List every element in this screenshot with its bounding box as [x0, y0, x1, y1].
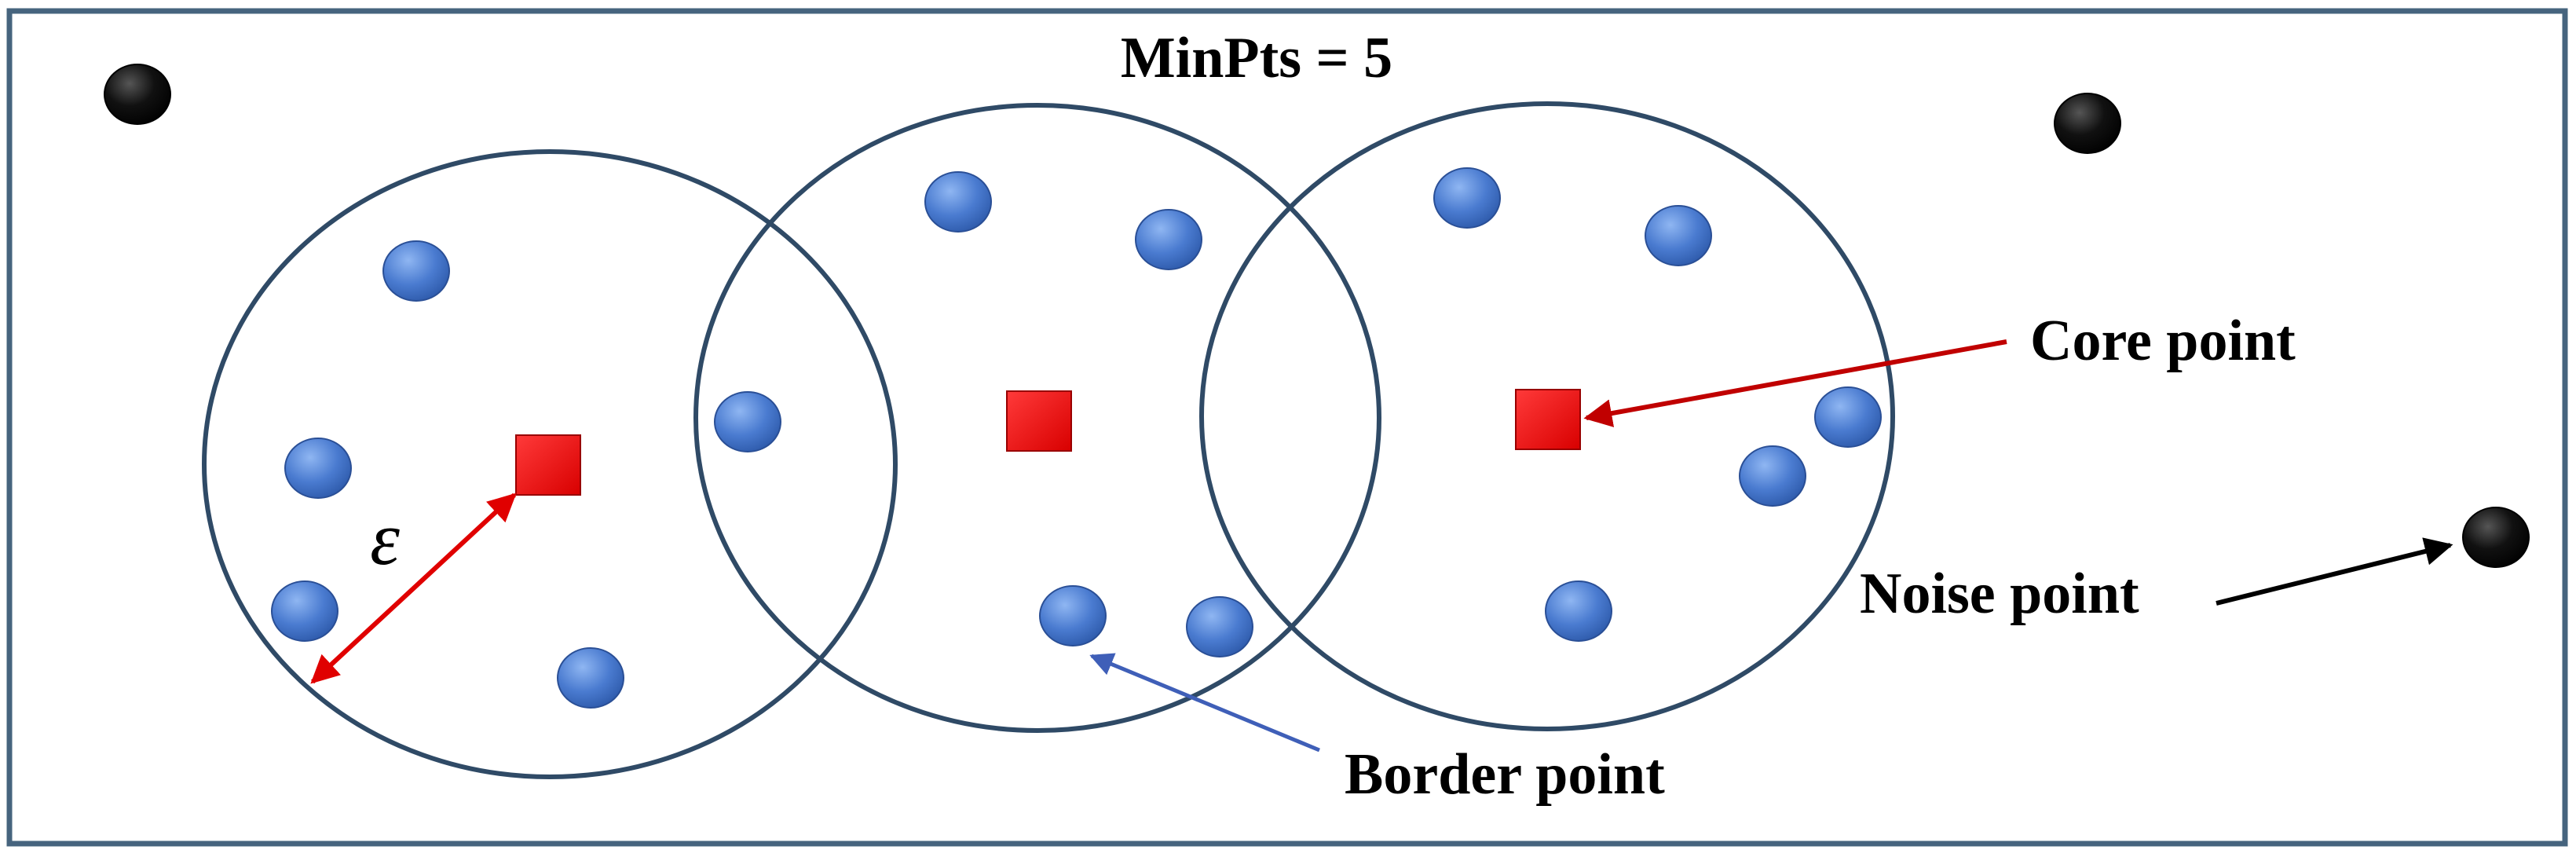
epsilon-label: ε	[370, 496, 400, 580]
blue-point	[924, 171, 992, 233]
epsilon-radius-arrow	[310, 493, 517, 684]
blue-point	[1814, 386, 1882, 448]
core-point	[1515, 389, 1581, 450]
blue-point	[714, 391, 781, 452]
blue-point	[1433, 167, 1501, 229]
blue-point	[1186, 596, 1253, 657]
blue-point	[1645, 205, 1712, 266]
minpts-title: MinPts = 5	[1121, 26, 1392, 90]
core-point	[515, 434, 581, 496]
noise-point	[2054, 93, 2121, 154]
neighborhood-circle-middle	[693, 103, 1381, 733]
core-point-label: Core point	[2030, 309, 2296, 373]
border-point-arrow	[1089, 653, 1320, 753]
blue-point	[382, 240, 450, 302]
blue-point	[557, 647, 624, 709]
core-point-arrow	[1583, 339, 2007, 427]
noise-point-label: Noise point	[1860, 562, 2139, 626]
blue-point	[1739, 445, 1806, 507]
blue-point	[1135, 209, 1202, 270]
border-point-label: Border point	[1345, 742, 1665, 807]
blue-point	[284, 438, 352, 499]
neighborhood-circle-left	[202, 149, 898, 779]
noise-point-arrow	[2216, 537, 2453, 606]
blue-point	[1545, 580, 1612, 642]
core-points	[515, 389, 1581, 496]
blue-point	[1039, 585, 1107, 646]
noise-points	[104, 64, 2530, 568]
neighborhood-circles	[202, 101, 1895, 779]
diagram-frame	[6, 8, 2568, 847]
member-points	[271, 167, 1882, 709]
noise-point	[2462, 507, 2530, 568]
neighborhood-circle-right	[1199, 101, 1895, 731]
core-point	[1006, 390, 1072, 452]
blue-point	[271, 580, 338, 642]
noise-point	[104, 64, 171, 125]
